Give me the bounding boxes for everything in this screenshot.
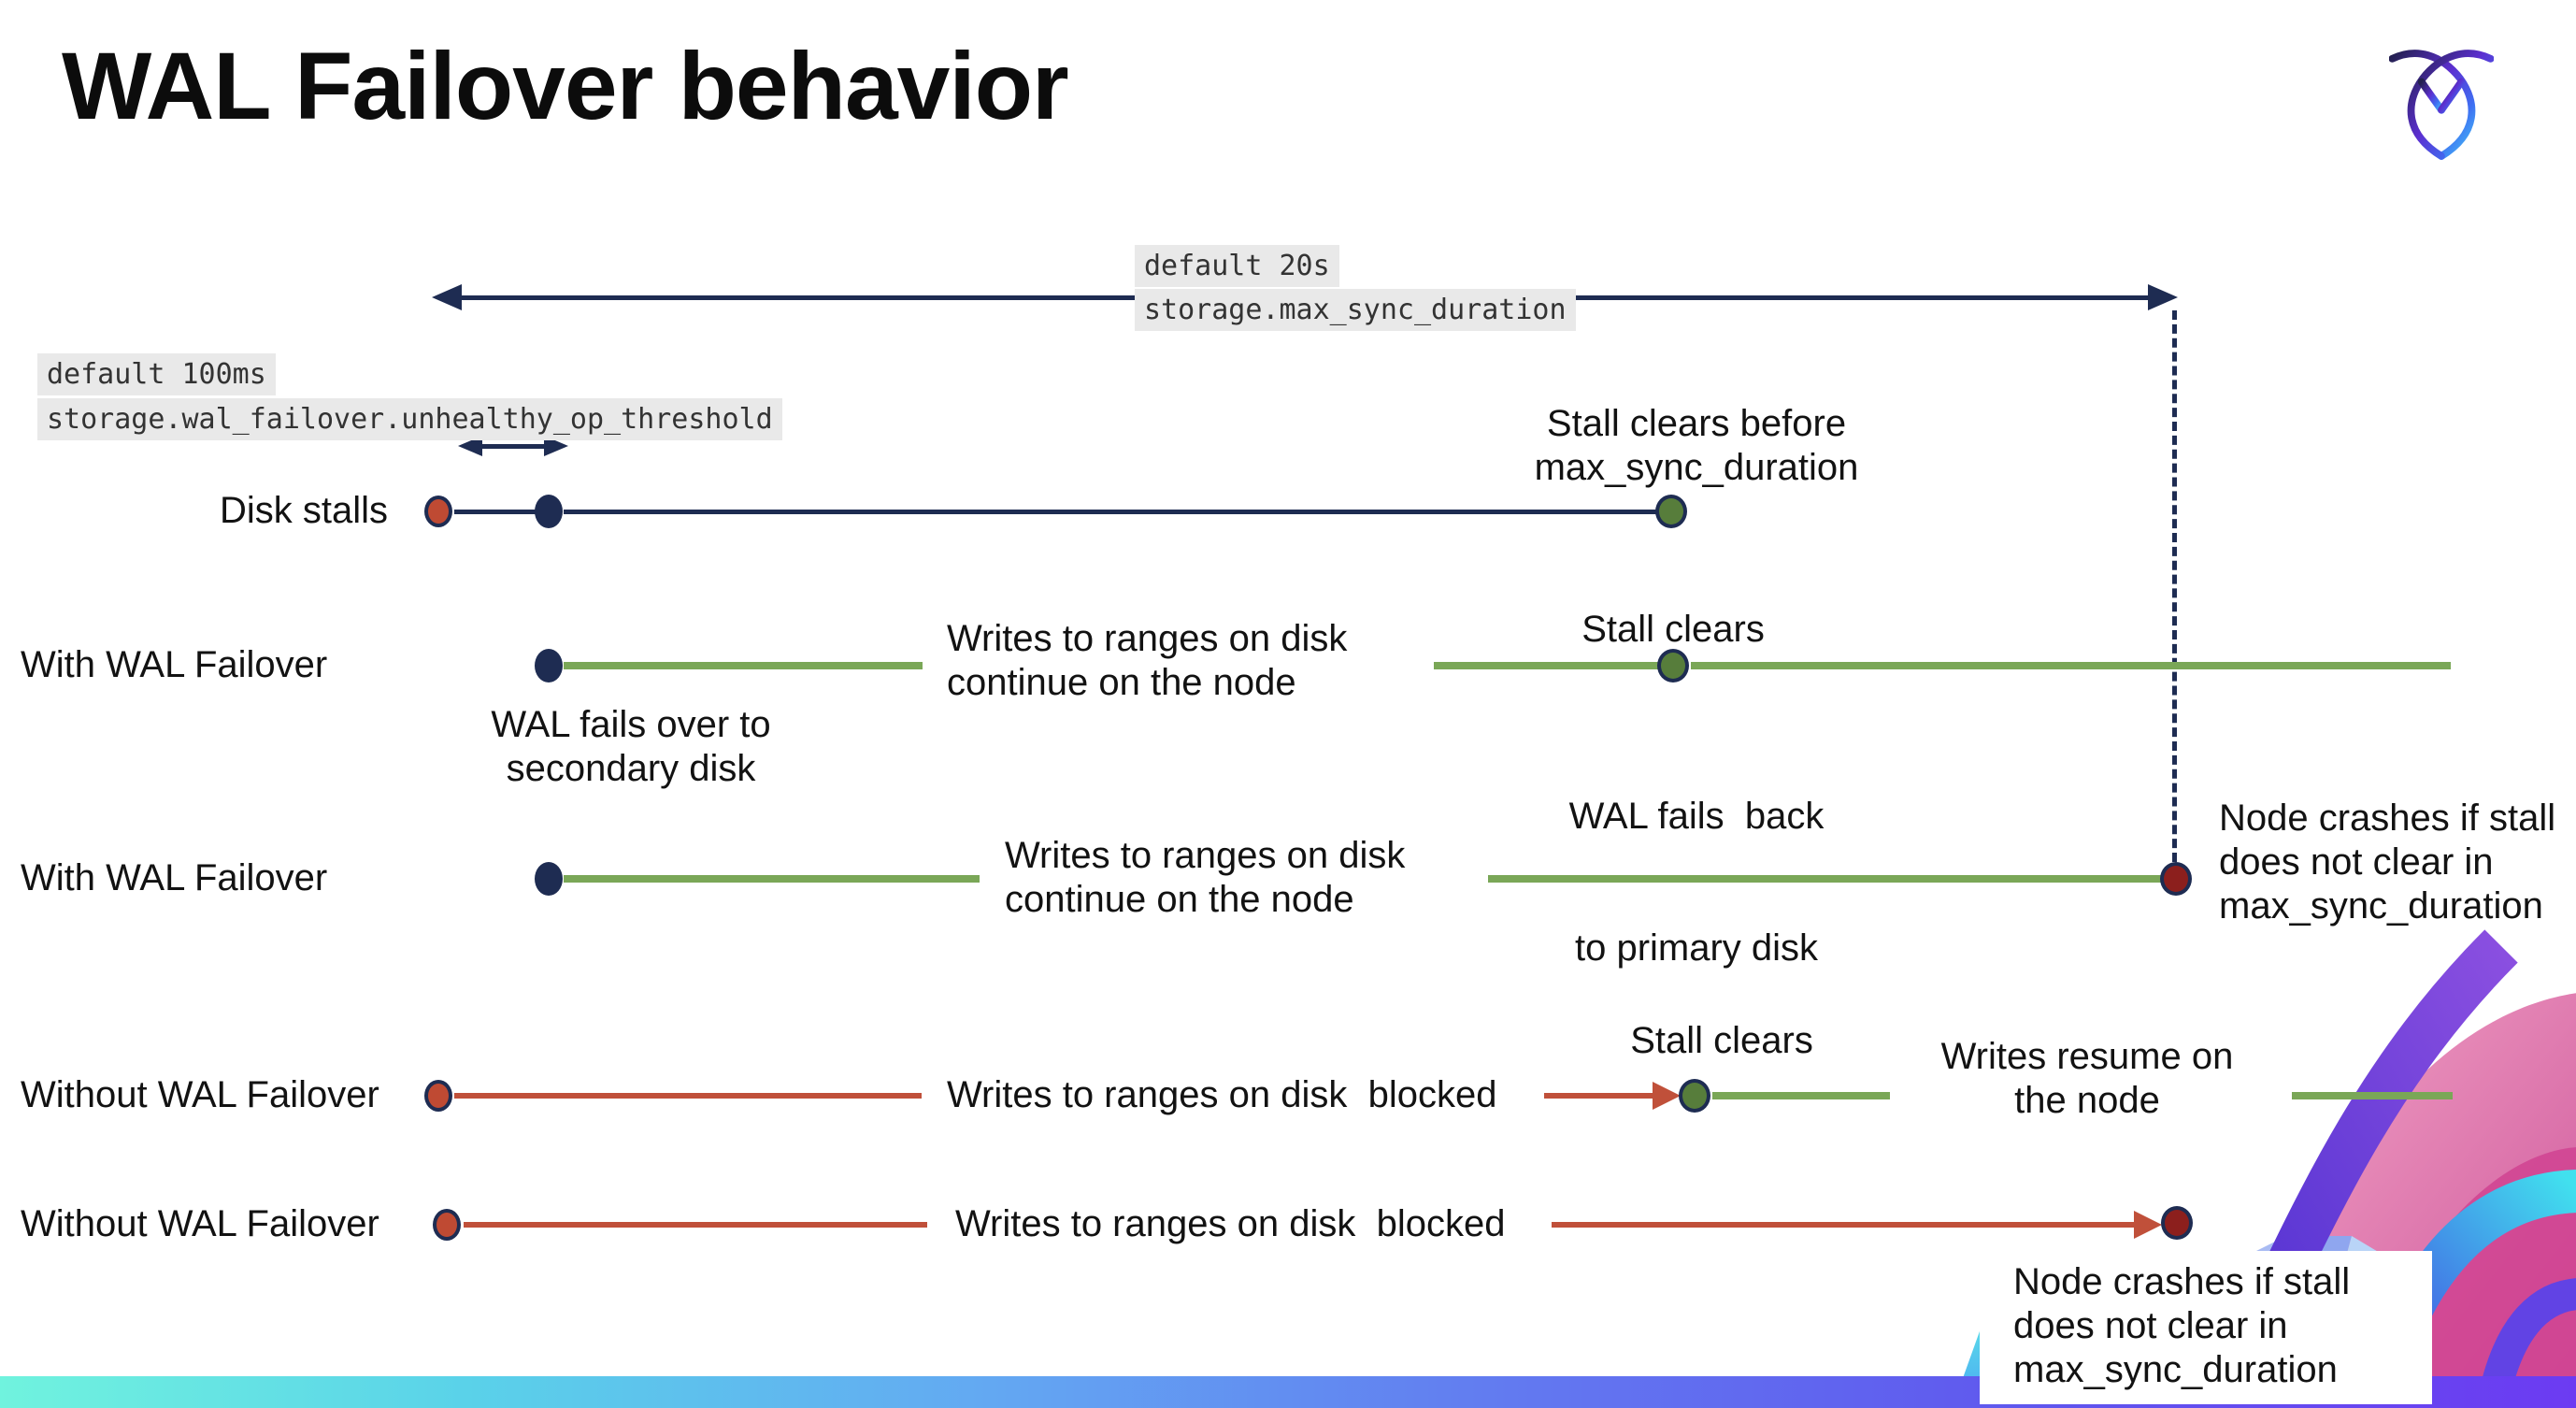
row-label-without-wal-failover-1: Without WAL Failover	[21, 1074, 379, 1115]
note-wal-fails-over: WAL fails over to secondary disk	[491, 704, 771, 789]
threshold-arrowhead-left-icon	[458, 436, 482, 456]
note-stall-clears-row4: Stall clears	[1630, 1020, 1813, 1061]
threshold-arrowhead-right-icon	[544, 436, 568, 456]
note-writes-blocked-1: Writes to ranges on disk blocked	[947, 1074, 1497, 1115]
row2-failover-dot	[535, 649, 563, 682]
note-wal-fails-back: WAL fails back to primary disk	[1568, 796, 1825, 969]
row3-green-line-2	[1488, 875, 2161, 883]
note-writes-blocked-2: Writes to ranges on disk blocked	[955, 1203, 1506, 1244]
note-writes-continue-2: Writes to ranges on disk continue on the…	[1005, 835, 1406, 920]
arrowhead-right-icon	[2148, 284, 2178, 310]
note-stall-clears-before: Stall clears before max_sync_duration	[1534, 403, 1859, 488]
row5-red-arrowhead-icon	[2134, 1211, 2162, 1239]
cockroachdb-logo-icon	[2388, 45, 2495, 163]
arrowhead-left-icon	[432, 284, 462, 310]
max-sync-duration-default-label: default 20s	[1135, 245, 1339, 287]
row2-green-line-1	[564, 662, 923, 669]
row5-blocked-line-2	[1552, 1222, 2136, 1228]
row-label-with-wal-failover-2: With WAL Failover	[21, 857, 328, 898]
row1-threshold-line	[454, 510, 537, 514]
note-node-crashes-row3: Node crashes if stall does not clear in …	[2219, 797, 2556, 927]
row4-stall-clears-dot	[1679, 1079, 1710, 1113]
note-node-crashes-row5: Node crashes if stall does not clear in …	[2013, 1261, 2351, 1390]
threshold-span-line	[480, 444, 544, 449]
unhealthy-op-threshold-setting-label: storage.wal_failover.unhealthy_op_thresh…	[37, 398, 782, 440]
row4-red-arrowhead-icon	[1653, 1082, 1681, 1110]
row3-node-crash-dot	[2160, 862, 2192, 896]
row2-green-line-3	[1691, 662, 2451, 669]
max-sync-duration-setting-label: storage.max_sync_duration	[1135, 289, 1576, 331]
row5-node-crash-dot	[2161, 1206, 2193, 1240]
row4-green-line-2	[2292, 1092, 2453, 1099]
row1-stall-line	[564, 510, 1657, 514]
page-title: WAL Failover behavior	[62, 33, 1069, 139]
row2-stall-clears-dot	[1657, 649, 1689, 682]
row5-blocked-line-1	[464, 1222, 927, 1228]
row5-stall-dot	[433, 1209, 461, 1241]
row4-stall-dot	[424, 1080, 452, 1112]
node-crash-callout-box	[1980, 1251, 2432, 1404]
disk-stall-start-dot	[424, 496, 452, 527]
note-writes-continue-1: Writes to ranges on disk continue on the…	[947, 618, 1348, 703]
unhealthy-op-threshold-default-label: default 100ms	[37, 353, 276, 395]
row2-green-line-2	[1434, 662, 1658, 669]
note-writes-resume: Writes resume on the node	[1940, 1036, 2234, 1121]
note-stall-clears-row2: Stall clears	[1581, 609, 1765, 650]
row3-failover-dot	[535, 862, 563, 896]
row-label-disk-stalls: Disk stalls	[219, 490, 388, 531]
row1-stall-clears-dot	[1655, 495, 1687, 528]
row3-green-line-1	[564, 875, 980, 883]
row4-blocked-line-2	[1544, 1093, 1654, 1099]
row1-threshold-dot	[535, 495, 563, 528]
row-label-without-wal-failover-2: Without WAL Failover	[21, 1203, 379, 1244]
row-label-with-wal-failover-1: With WAL Failover	[21, 644, 328, 685]
row4-green-line-1	[1712, 1092, 1890, 1099]
max-sync-duration-dashed-line	[2172, 310, 2177, 862]
row4-blocked-line-1	[454, 1093, 922, 1099]
